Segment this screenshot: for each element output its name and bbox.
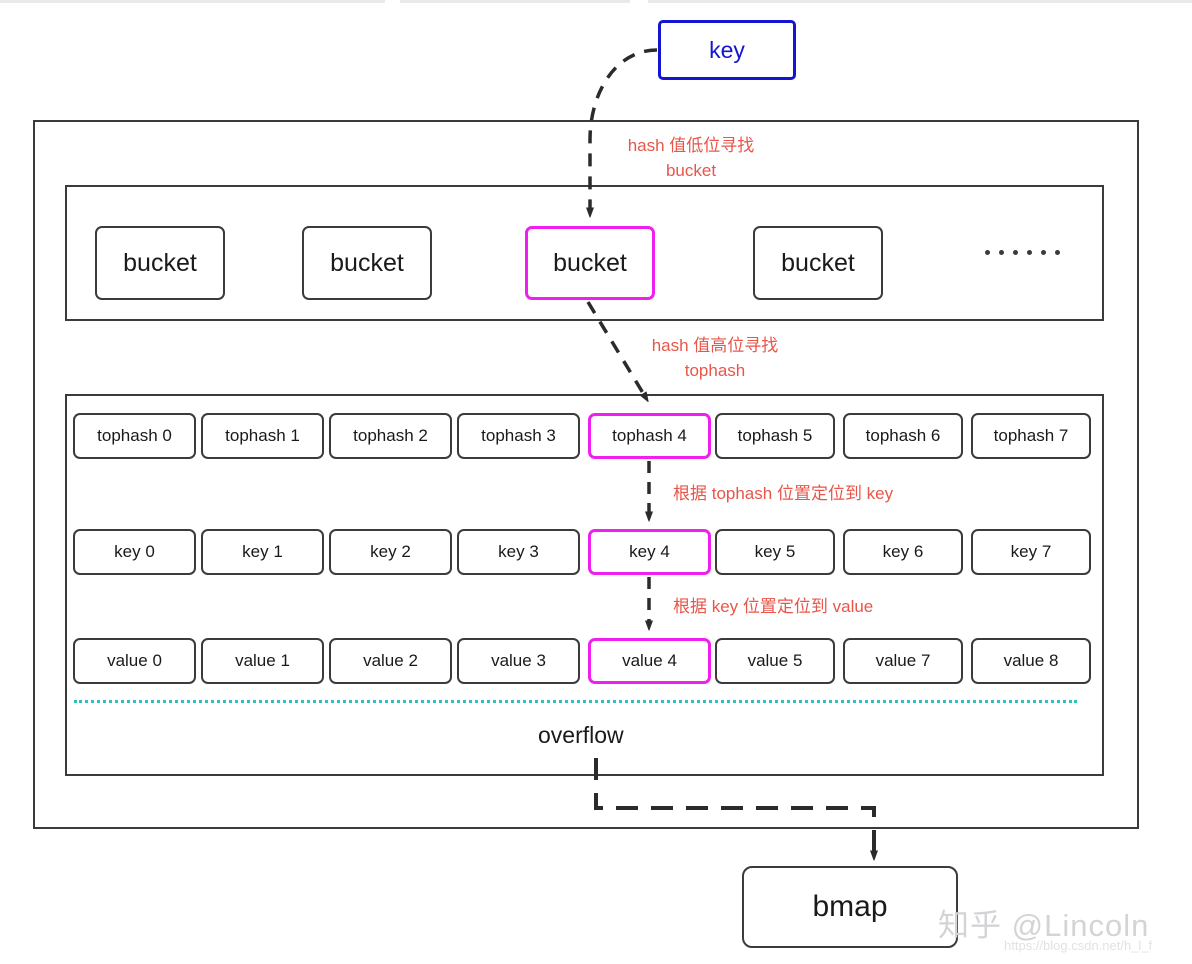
tophash-cell-2-label: tophash 2	[353, 426, 428, 445]
note-tophash-to-key: 根据 tophash 位置定位到 key	[673, 484, 894, 503]
tophash-cell-6-label: tophash 6	[865, 426, 941, 445]
key-cell-4-label: key 4	[629, 542, 670, 561]
tophash-cell-5[interactable]: tophash 5	[715, 413, 835, 459]
value-cell-2[interactable]: value 2	[329, 638, 452, 684]
value-cell-1-label: value 1	[235, 651, 290, 670]
tophash-cell-3-label: tophash 3	[481, 426, 556, 445]
tophash-cell-0-label: tophash 0	[97, 426, 172, 445]
value-cell-1[interactable]: value 1	[201, 638, 324, 684]
key-cell-1-label: key 1	[242, 542, 283, 561]
tophash-cell-4-selected[interactable]: tophash 4	[588, 413, 711, 459]
value-cell-0-label: value 0	[107, 651, 162, 670]
bucket-cell-2-selected[interactable]: bucket	[525, 226, 655, 300]
tophash-cell-7-label: tophash 7	[993, 426, 1069, 445]
bmap-box[interactable]: bmap	[742, 866, 958, 948]
key-cell-7[interactable]: key 7	[971, 529, 1091, 575]
key-cell-1[interactable]: key 1	[201, 529, 324, 575]
hmap-outer-frame	[33, 120, 1139, 829]
overflow-label: overflow	[538, 722, 624, 748]
bucket-cell-1[interactable]: bucket	[302, 226, 432, 300]
tophash-cell-2[interactable]: tophash 2	[329, 413, 452, 459]
key-cell-5-label: key 5	[754, 542, 796, 561]
value-cell-2-label: value 2	[363, 651, 418, 670]
key-cell-4-selected[interactable]: key 4	[588, 529, 711, 575]
value-cell-7-label: value 8	[1003, 651, 1059, 670]
value-cell-5[interactable]: value 5	[715, 638, 835, 684]
value-cell-4-label: value 4	[622, 651, 677, 670]
key-box[interactable]: key	[658, 20, 796, 80]
tophash-cell-0[interactable]: tophash 0	[73, 413, 196, 459]
tophash-cell-4-label: tophash 4	[612, 426, 687, 445]
value-cell-4-selected[interactable]: value 4	[588, 638, 711, 684]
bucket-cell-3[interactable]: bucket	[753, 226, 883, 300]
key-box-label: key	[709, 36, 745, 63]
bucket-cell-1-label: bucket	[330, 248, 404, 277]
tophash-cell-6[interactable]: tophash 6	[843, 413, 963, 459]
value-cell-3-label: value 3	[491, 651, 546, 670]
note-hash-low-bucket: hash 值低位寻找 bucket	[627, 136, 755, 180]
bucket-ellipsis-icon	[985, 250, 1060, 255]
value-cell-7[interactable]: value 8	[971, 638, 1091, 684]
note-key-to-value: 根据 key 位置定位到 value	[673, 597, 874, 616]
bucket-cell-2-label: bucket	[553, 248, 627, 277]
tophash-cell-5-label: tophash 5	[737, 426, 813, 445]
bucket-cell-0-label: bucket	[123, 248, 197, 277]
key-cell-7-label: key 7	[1010, 542, 1052, 561]
note-hash-high-tophash: hash 值高位寻找 tophash	[651, 336, 779, 380]
bmap-detail-frame	[65, 394, 1104, 776]
tophash-cell-1-label: tophash 1	[225, 426, 300, 445]
value-cell-0[interactable]: value 0	[73, 638, 196, 684]
bucket-cell-0[interactable]: bucket	[95, 226, 225, 300]
key-cell-5[interactable]: key 5	[715, 529, 835, 575]
key-cell-3[interactable]: key 3	[457, 529, 580, 575]
value-cell-3[interactable]: value 3	[457, 638, 580, 684]
overflow-divider	[74, 700, 1077, 703]
key-cell-0[interactable]: key 0	[73, 529, 196, 575]
tophash-cell-7[interactable]: tophash 7	[971, 413, 1091, 459]
tophash-cell-3[interactable]: tophash 3	[457, 413, 580, 459]
top-edge-artifact	[0, 0, 1192, 3]
key-cell-2[interactable]: key 2	[329, 529, 452, 575]
value-cell-5-label: value 5	[747, 651, 803, 670]
value-cell-6-label: value 7	[875, 651, 931, 670]
key-cell-6[interactable]: key 6	[843, 529, 963, 575]
bucket-array-frame	[65, 185, 1104, 321]
watermark-text: 知乎 @Lincoln	[938, 908, 1150, 943]
watermark-url: https://blog.csdn.net/h_l_f	[1004, 938, 1153, 953]
key-cell-0-label: key 0	[114, 542, 155, 561]
tophash-cell-1[interactable]: tophash 1	[201, 413, 324, 459]
bmap-box-label: bmap	[812, 890, 888, 923]
value-cell-6[interactable]: value 7	[843, 638, 963, 684]
key-cell-3-label: key 3	[498, 542, 539, 561]
bucket-cell-3-label: bucket	[781, 248, 855, 277]
key-cell-6-label: key 6	[882, 542, 924, 561]
key-cell-2-label: key 2	[370, 542, 411, 561]
